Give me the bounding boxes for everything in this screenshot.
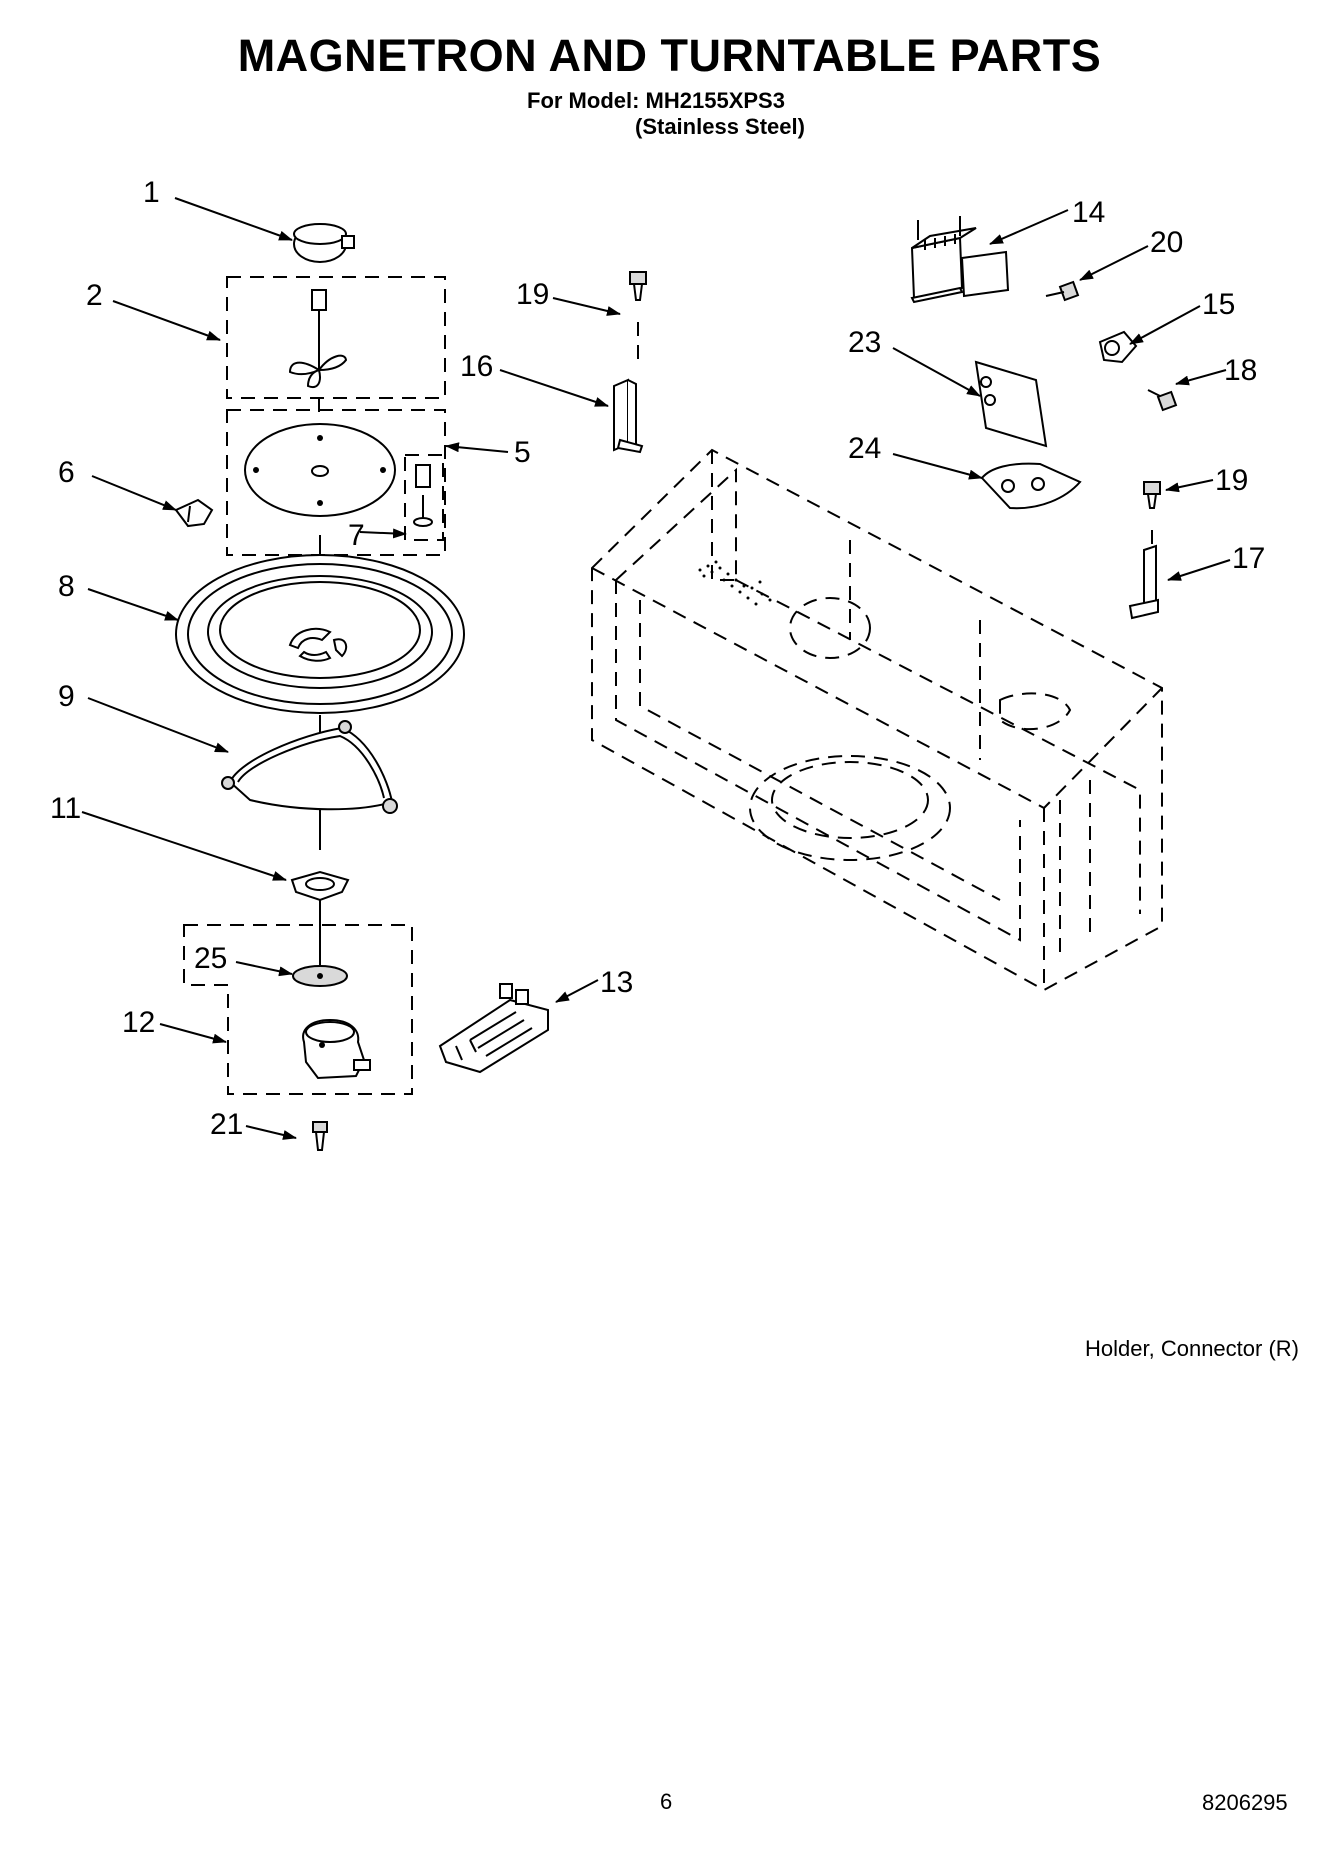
bracket-16: [613, 378, 644, 454]
stirrer-fitting: [413, 464, 433, 527]
callout-12: 12: [122, 1006, 155, 1039]
stirrer-plate: [244, 423, 396, 517]
turntable-motor: [302, 1018, 371, 1080]
turntable-washer: [292, 965, 348, 987]
bracket-24: [980, 462, 1082, 510]
fan-motor: [293, 223, 355, 263]
screw-19-right: [1143, 481, 1161, 548]
screw-21: [312, 1121, 328, 1151]
callout-24: 24: [848, 432, 881, 465]
callout-21: 21: [210, 1108, 243, 1141]
callout-11: 11: [50, 792, 81, 825]
callout-2: 2: [86, 279, 103, 312]
bracket-17: [1128, 544, 1159, 620]
page-number: 6: [660, 1789, 673, 1814]
callout-14: 14: [1072, 196, 1105, 229]
transformer: [910, 216, 1010, 304]
callout-9: 9: [58, 680, 75, 713]
vent-grille: [698, 560, 772, 606]
leader-arrows: [81, 197, 1231, 1140]
callout-6: 6: [58, 456, 75, 489]
finish-line: (Stainless Steel): [635, 114, 805, 139]
callout-25: 25: [194, 942, 227, 975]
callout-16: 16: [460, 350, 493, 383]
callout-8: 8: [58, 570, 75, 603]
callout-5: 5: [514, 436, 531, 469]
callout-20: 20: [1150, 226, 1183, 259]
screw-18: [1147, 389, 1178, 412]
callout-7: 7: [348, 519, 365, 552]
coupler: [290, 870, 350, 902]
callout-15: 15: [1202, 288, 1235, 321]
document-number: 8206295: [1202, 1790, 1288, 1815]
callout-13: 13: [600, 966, 633, 999]
model-line: For Model: MH2155XPS3: [527, 88, 785, 113]
callout-19-right: 19: [1215, 464, 1248, 497]
group-box-12: [183, 924, 413, 1095]
thermal-cutout: [1098, 330, 1138, 364]
microwave-cavity-outline: [591, 448, 1163, 992]
callout-18: 18: [1224, 354, 1257, 387]
page-title: MAGNETRON AND TURNTABLE PARTS: [237, 30, 1102, 81]
screw-20: [1045, 280, 1080, 302]
group-box-7: [404, 454, 444, 541]
callout-1: 1: [143, 176, 160, 209]
callout-23: 23: [848, 326, 881, 359]
roller-ring: [221, 720, 398, 814]
callout-19-center: 19: [516, 278, 549, 311]
turntable-tray: [175, 554, 465, 714]
fan-blade: [288, 289, 348, 416]
group-box-2: [226, 276, 446, 399]
screw-19-center: [629, 271, 647, 368]
callout-labels: 1 2 5 6 7 8 9 11 25 12 21 19 16 13 14 20…: [50, 176, 1265, 1141]
insulator-23: [974, 360, 1048, 448]
callout-17: 17: [1232, 542, 1265, 575]
connector-holder: [438, 983, 549, 1074]
parts-note: Holder, Connector (R): [1085, 1336, 1299, 1361]
clip: [174, 498, 214, 528]
